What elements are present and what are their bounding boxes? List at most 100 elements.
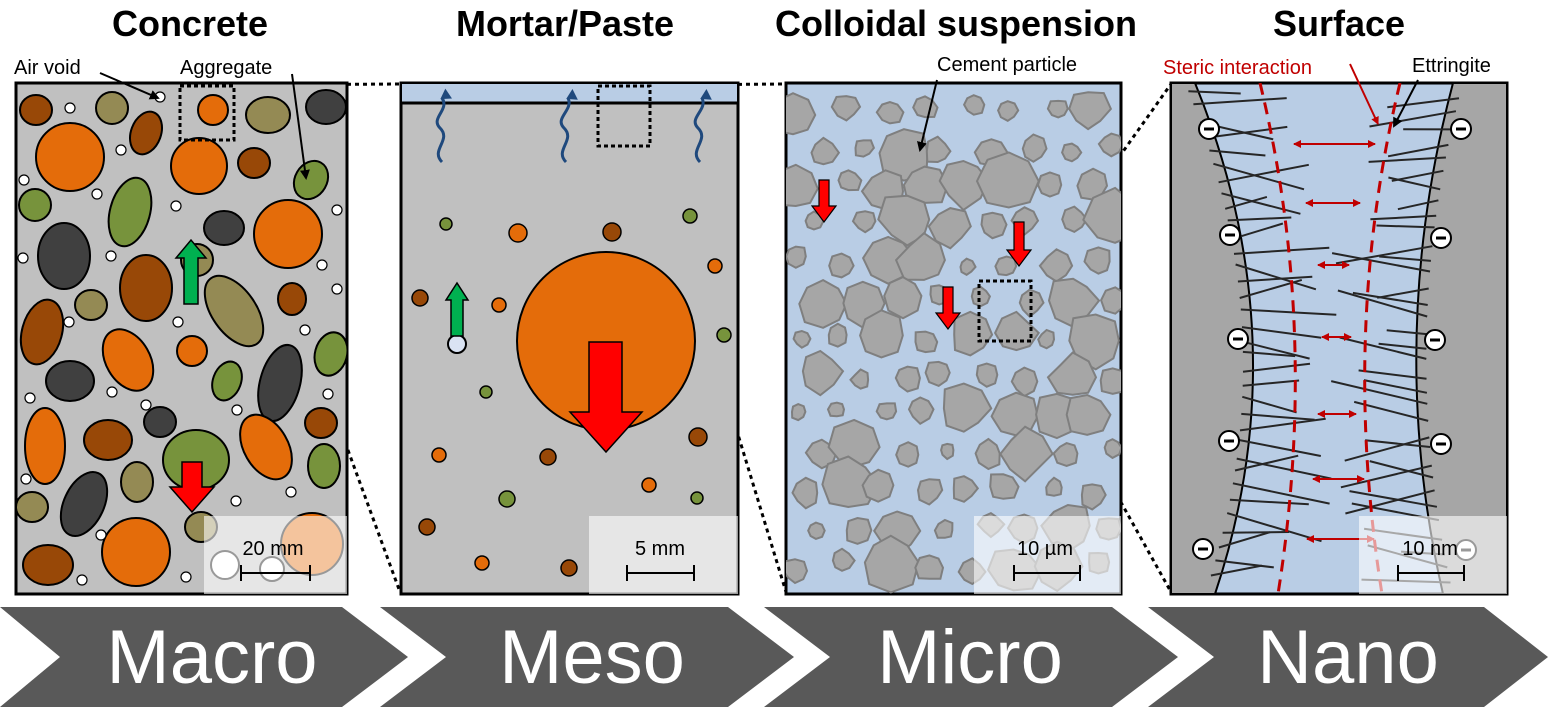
- cement-particle: [1099, 367, 1121, 395]
- settling-arrow-icon: [1005, 221, 1033, 267]
- upward-arrow-icon: [174, 238, 208, 305]
- micro-chevron: Micro: [764, 607, 1178, 707]
- cement-particle: [1100, 286, 1121, 315]
- colloid-scale-label: 10 µm: [1017, 538, 1073, 560]
- negative-charge-icon: [1450, 118, 1472, 140]
- steric-interaction-label: Steric interaction: [1163, 57, 1312, 79]
- bleed-water-arrows: [435, 88, 712, 164]
- colloid-title: Colloidal suspension: [775, 3, 1137, 44]
- ettringite-needle: [1188, 90, 1241, 95]
- surface-panel: 10 nm Steric interaction Ettringite: [1163, 55, 1509, 596]
- ettringite-needle: [1363, 379, 1428, 394]
- ettringite-needle: [1224, 195, 1268, 210]
- ettringite-needle: [1241, 326, 1322, 339]
- cement-particle: [798, 278, 848, 329]
- ettringite-needle: [1387, 97, 1460, 109]
- ettringite-needle: [1218, 531, 1271, 549]
- cement-particle: [875, 101, 905, 125]
- ettringite-needle: [1368, 156, 1446, 163]
- downward-arrow-icon: [168, 461, 216, 514]
- macro-label: Macro: [106, 615, 317, 700]
- ettringite-needle: [1226, 512, 1322, 543]
- cement-particle: [875, 402, 898, 421]
- cement-particle: [792, 329, 812, 349]
- ettringite-needle: [1337, 289, 1428, 318]
- concrete-aggregates: [16, 89, 347, 587]
- cement-particle: [974, 437, 1001, 471]
- cement-particle: [1080, 483, 1107, 511]
- cement-particle: [807, 521, 826, 540]
- cement-particle: [810, 136, 841, 166]
- cement-particle: [933, 518, 954, 539]
- concrete-scale-label: 20 mm: [242, 538, 303, 560]
- cement-particle: [940, 442, 955, 461]
- cement-particle: [786, 558, 809, 585]
- air-bubble: [447, 334, 467, 354]
- cement-particle-pointer: [917, 79, 938, 152]
- ettringite-needle: [1349, 490, 1438, 508]
- negative-charge-icon: [1430, 227, 1452, 249]
- cement-particle: [1068, 91, 1113, 131]
- ettringite-needle: [1238, 439, 1321, 457]
- cement-particle: [1037, 328, 1056, 350]
- cement-particle: [997, 100, 1020, 122]
- ettringite-needle: [1209, 149, 1266, 157]
- negative-charge-icon: [1424, 329, 1446, 351]
- cement-particle: [895, 441, 920, 468]
- cement-particle: [1097, 132, 1121, 158]
- cement-particle: [883, 275, 923, 320]
- cement-particle: [1036, 171, 1063, 198]
- cement-particle: [863, 534, 920, 594]
- cement-particle-label: Cement particle: [937, 54, 1077, 76]
- cement-particle: [942, 382, 993, 433]
- ettringite-needle: [1387, 143, 1449, 158]
- surface-title: Surface: [1273, 3, 1405, 44]
- ettringite-needle: [1205, 125, 1288, 139]
- cement-particles: [786, 91, 1121, 594]
- ettringite-needle: [1353, 400, 1429, 422]
- concrete-title: Concrete: [112, 3, 268, 44]
- ettringite-needle: [1345, 489, 1435, 515]
- ettringite-needle: [1233, 246, 1330, 255]
- cement-particle: [894, 365, 921, 393]
- cement-particle: [854, 139, 876, 158]
- ettringite-needle: [1358, 369, 1427, 380]
- ettringite-needle: [1330, 380, 1428, 405]
- concrete-scale-box: [204, 516, 347, 594]
- ettringite-needle: [1386, 329, 1427, 336]
- aggregate-label: Aggregate: [180, 57, 272, 79]
- settling-arrow-icon: [810, 179, 838, 223]
- surface-scale-bar: [1397, 565, 1465, 581]
- ettringite-needle: [1232, 482, 1330, 505]
- cement-particle: [821, 455, 880, 509]
- cement-particle: [849, 368, 870, 390]
- cement-particle: [827, 322, 848, 348]
- cement-particle: [914, 330, 939, 354]
- cement-particle: [845, 516, 873, 545]
- rising-arrow-icon: [444, 281, 470, 337]
- cement-particle: [1065, 393, 1112, 436]
- cement-particle: [1082, 186, 1121, 244]
- cement-particle: [952, 475, 980, 503]
- nano-label: Nano: [1257, 615, 1439, 700]
- cement-particle: [1061, 205, 1088, 234]
- cement-particle: [1061, 142, 1083, 163]
- cement-particle: [970, 285, 992, 308]
- ettringite-needle: [1377, 287, 1429, 299]
- mortar-title: Mortar/Paste: [456, 3, 674, 44]
- cement-particle: [1068, 313, 1120, 371]
- cement-particle: [830, 95, 862, 122]
- concrete-scale-bar: [240, 565, 311, 581]
- sand-particles: [411, 208, 732, 577]
- cement-particle: [994, 255, 1018, 277]
- aggregate-pointer: [291, 73, 310, 180]
- cement-particle: [924, 360, 951, 388]
- cement-particle: [1046, 99, 1069, 119]
- cement-particle: [828, 252, 855, 279]
- ettringite-needle: [1229, 498, 1309, 506]
- cement-particle: [907, 396, 935, 426]
- ettringite-needle: [1376, 224, 1435, 229]
- meso-label: Meso: [499, 615, 685, 700]
- ettringite-needle: [1388, 176, 1441, 191]
